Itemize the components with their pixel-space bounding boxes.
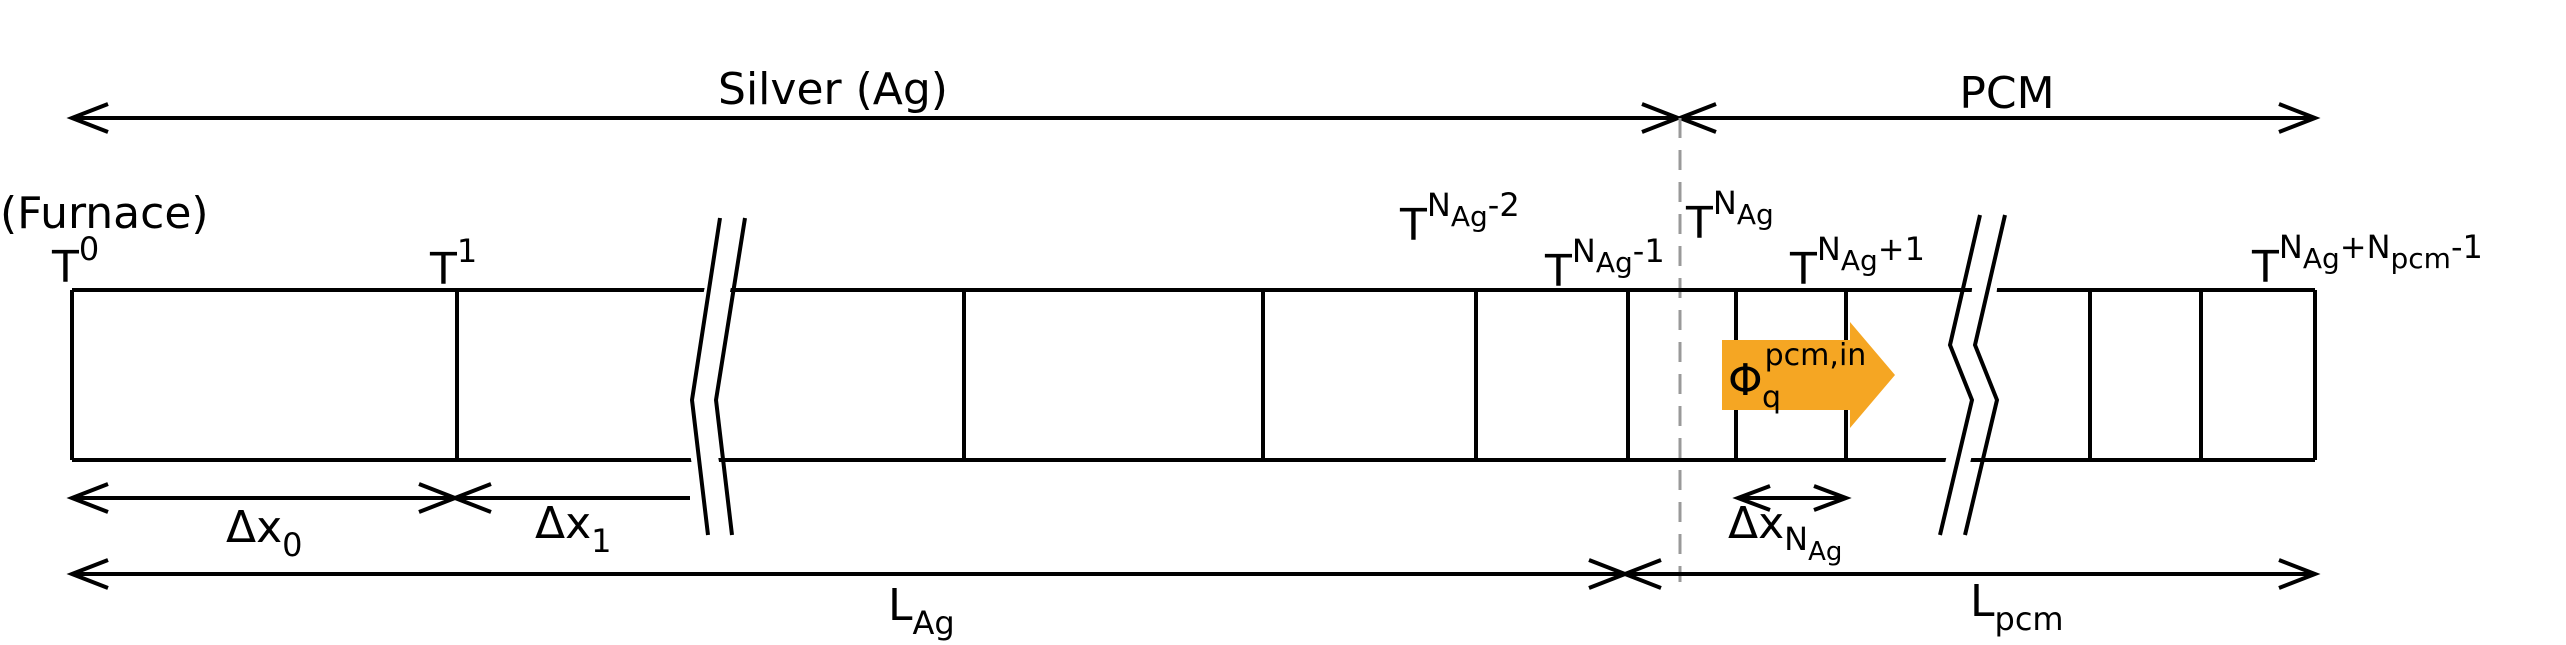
dx0-label: Δx0 [226,502,303,564]
furnace-label: (Furnace) [0,188,209,239]
node-label-t-nag-plus-1: TNAg+1 [1789,230,1925,295]
dx1-arrow [449,482,690,514]
dxnag-label: ΔxNAg [1728,498,1842,567]
flux-arrow [1722,322,1895,428]
node-label-t0: T0 [51,230,99,293]
node-label-t-nag: TNAg [1685,184,1774,249]
lag-label: LAg [888,580,955,642]
silver-region-label: Silver (Ag) [718,64,948,115]
dxnag-arrow [1732,484,1852,512]
lpcm-label: Lpcm [1970,576,2064,638]
lpcm-arrow [1619,558,2321,590]
break-mark-pcm [1928,214,2007,536]
lag-arrow [66,558,1631,590]
node-label-t-last: TNAg+Npcm-1 [2251,228,2483,293]
dx1-label: Δx1 [535,498,612,560]
node-label-t-nag-minus-1: TNAg-1 [1544,232,1665,297]
node-label-t1: T1 [429,232,477,295]
break-mark-silver [680,217,747,536]
domain-bar [70,288,2317,462]
pcm-region-label: PCM [1959,68,2054,119]
node-label-t-nag-minus-2: TNAg-2 [1399,186,1520,251]
